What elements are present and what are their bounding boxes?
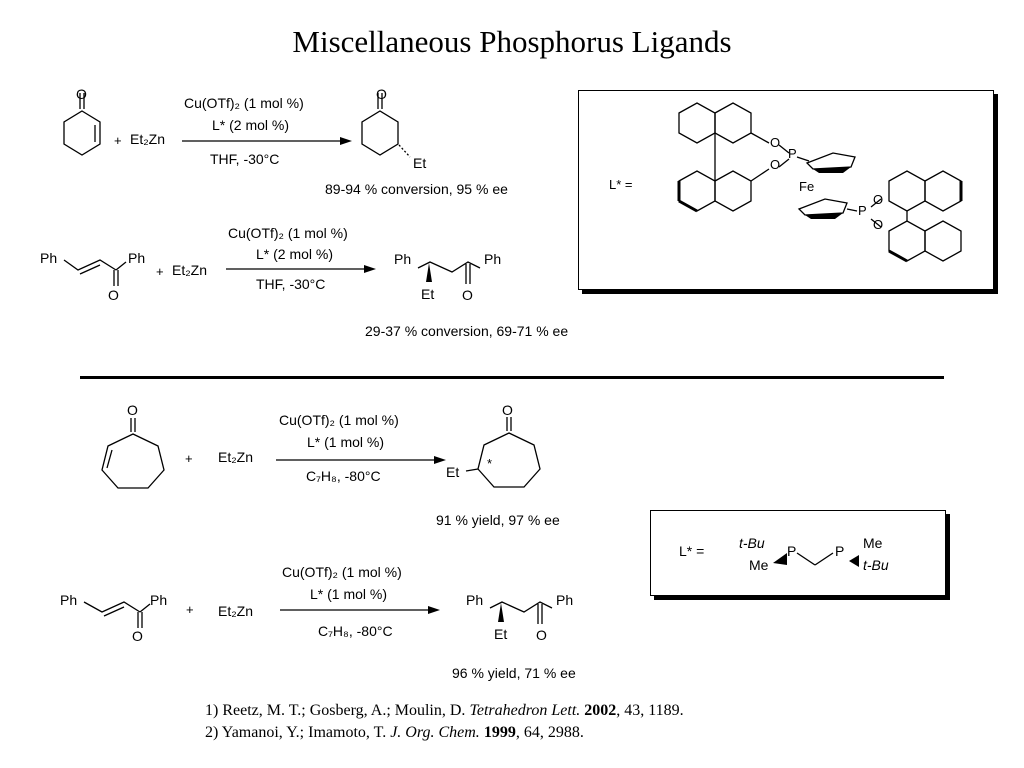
ethylcycloheptanone-structure — [465, 417, 541, 488]
tbu-right: t-Bu — [863, 557, 889, 573]
ligand-loading-label: L* (1 mol %) — [310, 586, 388, 602]
reaction4-result: 96 % yield, 71 % ee — [452, 665, 576, 681]
reaction1-result: 89-94 % conversion, 95 % ee — [325, 181, 508, 197]
chalcone-structure — [83, 601, 151, 628]
methyl-left: Me — [749, 557, 769, 573]
atom-ph: Ph — [150, 592, 168, 608]
atom-o: O — [132, 628, 143, 644]
chalcone-structure — [63, 259, 127, 286]
reagent-et2zn: Et₂Zn — [172, 262, 207, 278]
reaction-arrow — [280, 606, 440, 614]
reference-1: 1) Reetz, M. T.; Gosberg, A.; Moulin, D.… — [205, 702, 684, 719]
atom-o: O — [462, 287, 473, 303]
atom-p: P — [788, 146, 797, 161]
ligand-label: L* = — [609, 177, 633, 192]
reagent-et2zn: Et₂Zn — [218, 603, 253, 619]
atom-ph: Ph — [40, 250, 58, 266]
reaction-arrow — [276, 456, 446, 464]
conjugate-adduct-structure — [489, 601, 553, 624]
reaction3-result: 91 % yield, 97 % ee — [436, 512, 560, 528]
ligand1-box: L* = O O P Fe P O O — [578, 90, 994, 290]
atom-et: Et — [421, 286, 435, 302]
atom-o: O — [873, 192, 884, 207]
atom-ph: Ph — [128, 250, 146, 266]
ligand-label: L* = — [679, 543, 705, 559]
conjugate-adduct-structure — [417, 261, 481, 284]
atom-o: O — [502, 402, 513, 418]
ligand-loading-label: L* (2 mol %) — [212, 117, 290, 133]
atom-o: O — [376, 86, 387, 102]
atom-o: O — [108, 287, 119, 303]
reaction-arrow — [226, 265, 376, 273]
cycloheptenone-structure — [101, 418, 165, 489]
reaction-arrow — [182, 137, 352, 145]
reference-2: 2) Yamanoi, Y.; Imamoto, T. J. Org. Chem… — [205, 724, 584, 741]
section-divider — [80, 376, 944, 379]
atom-et: Et — [494, 626, 508, 642]
ligand2-box: L* = t-Bu Me P P Me t-Bu — [650, 510, 946, 596]
slide-title: Miscellaneous Phosphorus Ligands — [292, 24, 732, 59]
ethylcyclohexanone-structure — [361, 93, 411, 158]
atom-ph: Ph — [484, 251, 502, 267]
atom-o: O — [770, 135, 781, 150]
ferrocene-phosphonite-structure — [677, 102, 963, 263]
atom-o: O — [127, 402, 138, 418]
reagent-et2zn: Et₂Zn — [130, 131, 165, 147]
ligand-loading-label: L* (1 mol %) — [307, 434, 385, 450]
ligand-loading-label: L* (2 mol %) — [256, 246, 334, 262]
atom-et: Et — [446, 464, 460, 480]
stereocenter-marker: * — [487, 456, 493, 471]
catalyst-label: Cu(OTf)₂ (1 mol %) — [184, 95, 304, 111]
atom-ph: Ph — [394, 251, 412, 267]
cyclohexenone-structure — [63, 93, 101, 156]
atom-o: O — [536, 627, 547, 643]
atom-ph: Ph — [556, 592, 574, 608]
catalyst-label: Cu(OTf)₂ (1 mol %) — [228, 225, 348, 241]
plus-sign: + — [156, 264, 164, 279]
atom-o: O — [873, 217, 884, 232]
atom-ph: Ph — [466, 592, 484, 608]
conditions-label: THF, -30°C — [256, 276, 326, 292]
reaction2-result: 29-37 % conversion, 69-71 % ee — [365, 323, 569, 339]
conditions-label: C₇H₈, -80°C — [318, 623, 393, 639]
conditions-label: C₇H₈, -80°C — [306, 468, 381, 484]
atom-ph: Ph — [60, 592, 78, 608]
reagent-et2zn: Et₂Zn — [218, 449, 253, 465]
plus-sign: + — [114, 133, 122, 148]
bisphosphine-backbone — [773, 552, 859, 567]
atom-fe: Fe — [799, 179, 815, 194]
conditions-label: THF, -30°C — [210, 151, 280, 167]
atom-o: O — [76, 86, 87, 102]
tbu-left: t-Bu — [739, 535, 765, 551]
catalyst-label: Cu(OTf)₂ (1 mol %) — [279, 412, 399, 428]
atom-p: P — [835, 543, 845, 559]
atom-p: P — [858, 203, 867, 218]
catalyst-label: Cu(OTf)₂ (1 mol %) — [282, 564, 402, 580]
atom-o: O — [770, 157, 781, 172]
atom-p: P — [787, 543, 797, 559]
plus-sign: + — [186, 602, 194, 617]
plus-sign: + — [185, 451, 193, 466]
methyl-right: Me — [863, 535, 883, 551]
product-ethyl-label: Et — [413, 155, 427, 171]
